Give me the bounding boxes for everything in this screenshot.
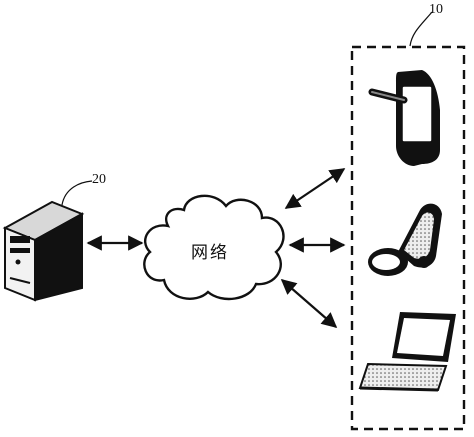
network-phone-arrow	[284, 168, 346, 209]
terminal-group-label: 10	[429, 2, 443, 17]
network-laptop-arrow	[280, 278, 338, 329]
network-label: 网络	[191, 243, 229, 263]
server-label: 20	[92, 172, 106, 187]
terminal-group-leader	[409, 11, 433, 47]
terminal-group-box	[350, 45, 466, 431]
server-tower-icon	[2, 200, 85, 302]
flip-phone-icon	[368, 203, 442, 276]
laptop-icon	[358, 312, 456, 392]
smartphone-stylus-icon	[368, 70, 440, 166]
network-cloud-icon	[143, 194, 285, 301]
server-label-leader	[61, 180, 93, 206]
